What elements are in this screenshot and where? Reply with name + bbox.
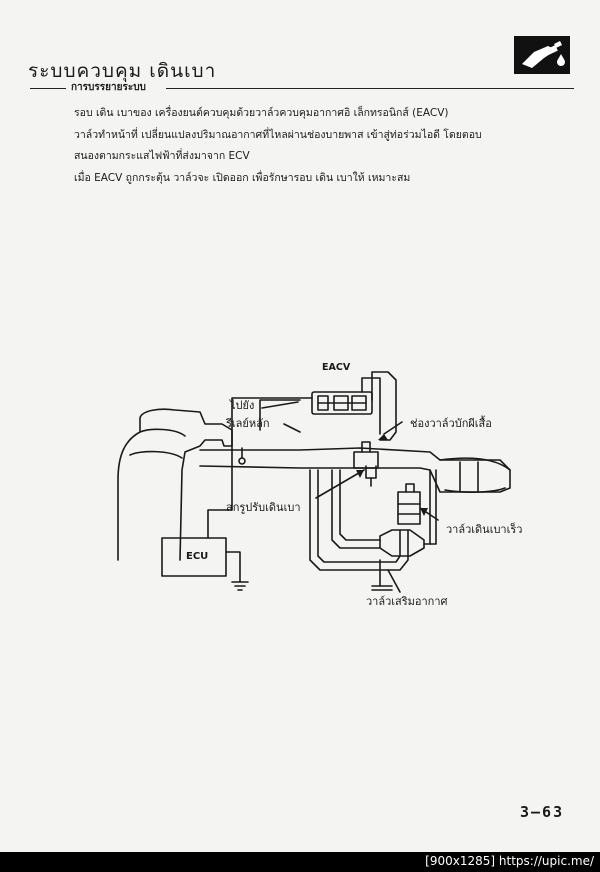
page-number: 3–63 xyxy=(520,803,565,821)
paragraph-line: รอบ เดิน เบาของ เครื่องยนต์ควบคุมด้วยวาล… xyxy=(74,107,449,119)
air-assist-valve-label: วาล์วเสริมอากาศ xyxy=(366,595,448,608)
intake-tube xyxy=(199,447,511,493)
section-rule-left xyxy=(30,88,66,89)
fast-idle-valve-body xyxy=(397,491,421,525)
section-rule-right xyxy=(166,88,574,89)
watermark-text: [900x1285] https://upic.me/ xyxy=(425,854,594,868)
paragraph-line: สนองตามกระแสไฟฟ้าที่ส่งมาจาก ECV xyxy=(74,150,250,162)
page-title: ระบบควบคุม เดินเบา xyxy=(28,60,217,82)
fuel-nozzle-logo xyxy=(514,36,570,74)
paragraph-line: เมื่อ EACV ถูกกระตุ้น วาล์วจะ เปิดออก เพ… xyxy=(74,172,411,184)
fuel-nozzle-icon xyxy=(514,36,570,74)
air-assist-valve-body xyxy=(379,529,425,557)
eacv-label: EACV xyxy=(322,362,351,373)
idle-adjust-screw-label: สกรูปรับเดินเบา xyxy=(226,501,301,514)
fuse-label: ไปยัง xyxy=(230,399,255,412)
fast-idle-check-label: ช่องวาล์วบักผีเสื้อ xyxy=(410,417,492,430)
eacv-hose xyxy=(371,371,397,441)
ecu-box xyxy=(161,537,227,577)
ecu-label: ECU xyxy=(186,551,209,562)
fast-idle-valve-label: วาล์วเดินเบาเร็ว xyxy=(446,523,523,536)
eacv-wire xyxy=(207,397,313,539)
watermark-bar xyxy=(0,852,600,872)
eacv-valve-body xyxy=(311,391,373,415)
air-cleaner-housing xyxy=(117,408,233,561)
bypass-tube xyxy=(309,469,409,571)
paragraph-line: วาล์วทำหน้าที่ เปลี่ยนแปลงปริมาณอากาศที่… xyxy=(74,129,482,141)
main-relay-label: รีเลย์หลัก xyxy=(226,417,270,430)
section-heading: การบรรยายระบบ xyxy=(71,82,146,93)
